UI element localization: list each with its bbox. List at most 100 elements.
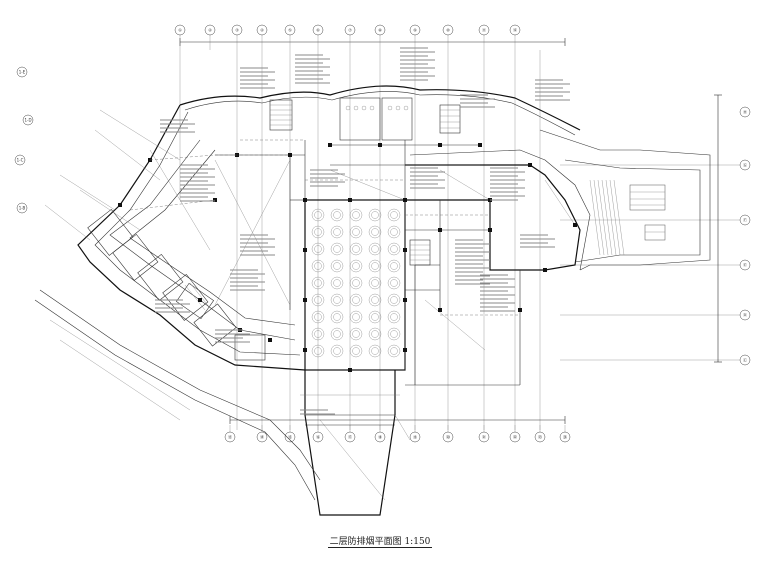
note-block: [240, 234, 275, 256]
grid-bubble-top: ⑪: [478, 24, 490, 36]
svg-text:⑦: ⑦: [348, 28, 352, 33]
toilet-rooms: [339, 97, 413, 141]
banquet-table: [330, 208, 344, 222]
note-block: [410, 167, 445, 189]
grid-bubble-top: ④: [256, 24, 268, 36]
svg-text:⑪: ⑪: [482, 27, 486, 33]
note-block: [160, 119, 195, 133]
column: [438, 228, 442, 232]
banquet-table: [311, 259, 325, 273]
column: [573, 223, 577, 227]
banquet-table: [311, 276, 325, 290]
grid-bubble-right: Ⓔ: [739, 259, 751, 271]
svg-text:⑳: ⑳: [446, 434, 450, 440]
banquet-table: [330, 259, 344, 273]
banquet-table: [368, 344, 382, 358]
column: [528, 163, 532, 167]
banquet-tables: [311, 208, 401, 358]
banquet-table: [387, 293, 401, 307]
banquet-table: [368, 208, 382, 222]
banquet-table: [330, 276, 344, 290]
banquet-table: [368, 225, 382, 239]
banquet-table: [387, 327, 401, 341]
note-block: [455, 239, 490, 285]
svg-text:⑥: ⑥: [316, 28, 320, 33]
banquet-table: [330, 225, 344, 239]
column: [403, 298, 407, 302]
column: [198, 298, 202, 302]
grid-bubble-right: Ⓗ: [739, 106, 751, 118]
site-boundary-lines: [34, 109, 411, 501]
svg-text:⑮: ⑮: [288, 434, 292, 440]
svg-text:⑭: ⑭: [260, 434, 264, 440]
svg-text:⑤: ⑤: [288, 28, 292, 33]
grid-bubble-top: ⑫: [509, 24, 521, 36]
drawing-title: 二层防排烟平面图 1:150: [0, 534, 760, 548]
grid-bubble-right: Ⓖ: [739, 159, 751, 171]
svg-text:④: ④: [260, 28, 264, 33]
right-dimension-line: [714, 94, 722, 363]
grid-bubble-bottom: ⑱: [374, 431, 386, 443]
svg-text:㉒: ㉒: [513, 434, 517, 440]
svg-text:②: ②: [208, 28, 212, 33]
column: [303, 198, 307, 202]
note-block: [230, 269, 265, 291]
svg-text:㉔: ㉔: [563, 434, 567, 440]
grid-bubble-bottom: ⑯: [312, 431, 324, 443]
grid-bubble-top: ⑦: [344, 24, 356, 36]
grid-bubble-bottom: ⑳: [442, 431, 454, 443]
column: [403, 198, 407, 202]
svg-text:㉓: ㉓: [538, 434, 542, 440]
grid-bubble-top: ⑩: [442, 24, 454, 36]
drawing-title-text: 二层防排烟平面图 1:150: [327, 537, 433, 548]
grid-bubble-bottom: ⑭: [256, 431, 268, 443]
banquet-table: [311, 242, 325, 256]
column: [438, 143, 442, 147]
banquet-table: [349, 293, 363, 307]
svg-text:⑲: ⑲: [413, 434, 417, 440]
banquet-table: [330, 344, 344, 358]
column: [268, 338, 272, 342]
banquet-table: [387, 259, 401, 273]
banquet-table: [330, 327, 344, 341]
banquet-table: [368, 276, 382, 290]
grid-bubble-left: 1-D: [22, 114, 34, 126]
note-block: [400, 47, 435, 81]
svg-text:③: ③: [235, 28, 239, 33]
grid-bubble-bottom: ㉒: [509, 431, 521, 443]
note-block: [310, 169, 345, 187]
grid-bubble-bottom: ㉓: [534, 431, 546, 443]
left-wing-rooms: [87, 208, 266, 361]
column: [303, 348, 307, 352]
note-block: [155, 299, 190, 313]
banquet-table: [387, 225, 401, 239]
banquet-table: [387, 344, 401, 358]
entrance-canopy: [300, 370, 400, 516]
column: [403, 348, 407, 352]
banquet-table: [311, 293, 325, 307]
banquet-table: [387, 276, 401, 290]
grid-bubble-top: ⑨: [409, 24, 421, 36]
grid-bubble-left: 1-C: [14, 154, 26, 166]
note-block: [535, 79, 570, 101]
banquet-table: [368, 293, 382, 307]
column: [303, 248, 307, 252]
grid-bubble-bottom: ⑲: [409, 431, 421, 443]
grid-bubble-right: Ⓒ: [739, 354, 751, 366]
note-block: [240, 67, 275, 89]
column: [348, 368, 352, 372]
banquet-table: [330, 293, 344, 307]
column: [518, 308, 522, 312]
banquet-table: [368, 259, 382, 273]
grid-bubble-bottom: ⑬: [224, 431, 236, 443]
banquet-table: [311, 225, 325, 239]
building-outline: [77, 85, 711, 386]
banquet-table: [349, 208, 363, 222]
banquet-table: [387, 208, 401, 222]
svg-text:⑨: ⑨: [413, 28, 417, 33]
svg-text:1-B: 1-B: [19, 206, 26, 211]
column: [403, 248, 407, 252]
svg-text:Ⓖ: Ⓖ: [743, 162, 747, 168]
